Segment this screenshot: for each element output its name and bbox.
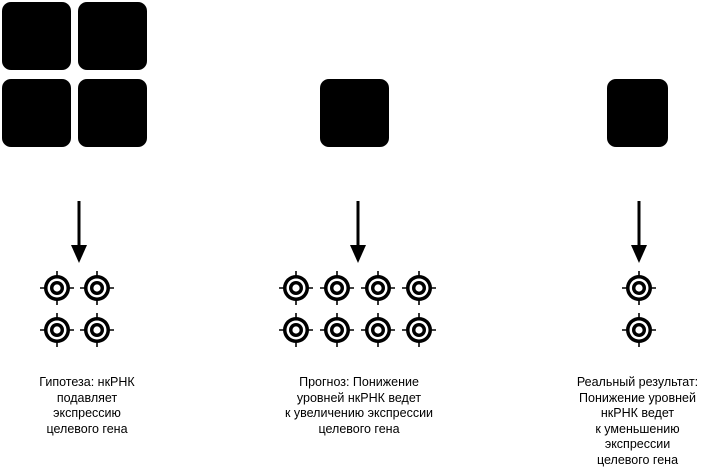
target-icon	[622, 271, 656, 305]
target-icon	[361, 271, 395, 305]
target-icon	[40, 313, 74, 347]
target-icon	[279, 271, 313, 305]
target-icon	[402, 271, 436, 305]
caption-result: Реальный результат: Понижение уровней нк…	[576, 375, 699, 467]
target-icon	[622, 313, 656, 347]
ncrna-square	[607, 79, 668, 147]
caption-prediction: Прогноз: Понижение уровней нкРНК ведет к…	[284, 375, 434, 436]
ncrna-square	[78, 79, 147, 147]
target-icon	[40, 271, 74, 305]
ncrna-square	[2, 79, 71, 147]
caption-hypothesis: Гипотеза: нкРНК подавляет экспрессию цел…	[39, 375, 135, 436]
target-icon	[279, 313, 313, 347]
arrow-down-icon	[350, 201, 366, 263]
target-icon	[80, 313, 114, 347]
arrow-down-icon	[71, 201, 87, 263]
target-icon	[320, 313, 354, 347]
target-icon	[402, 313, 436, 347]
ncrna-square	[78, 2, 147, 70]
arrow-down-icon	[631, 201, 647, 263]
target-icon	[80, 271, 114, 305]
target-icon	[320, 271, 354, 305]
target-icon	[361, 313, 395, 347]
ncrna-square	[2, 2, 71, 70]
ncrna-square	[320, 79, 389, 147]
